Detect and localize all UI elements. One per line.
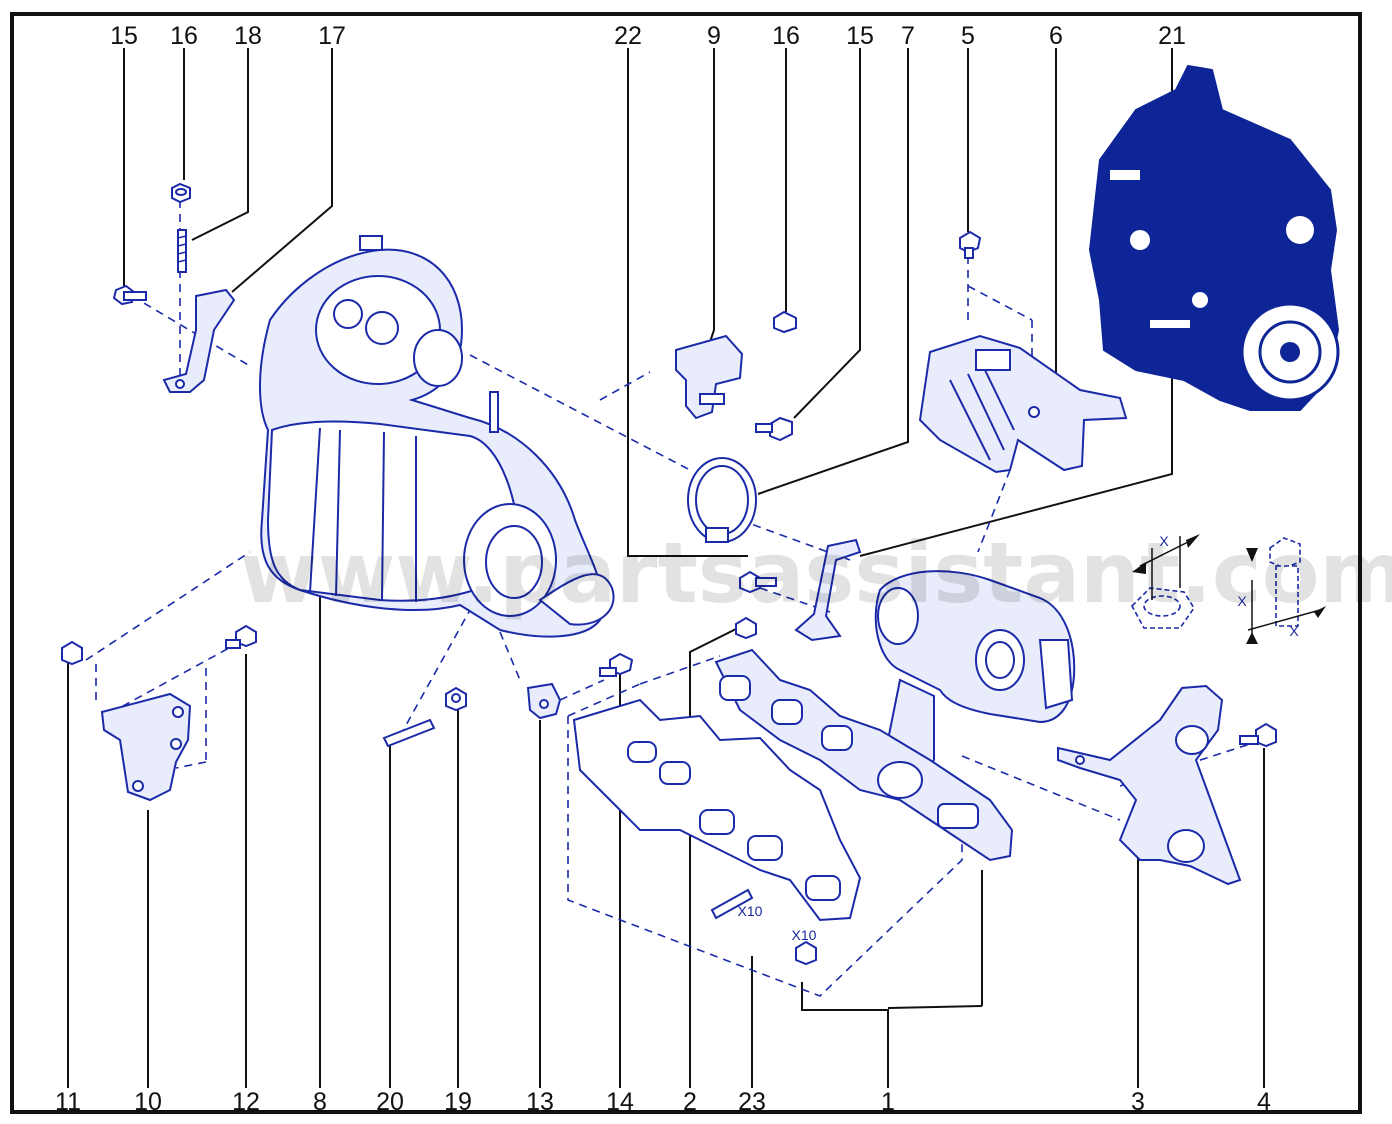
diagram-frame <box>10 12 1362 1114</box>
nut-dimension-icon <box>1131 534 1200 629</box>
callout-9: 9 <box>707 22 721 50</box>
bolt-12 <box>225 624 257 649</box>
nut-11 <box>61 640 83 666</box>
callout-17: 17 <box>318 22 346 50</box>
bolt-14 <box>599 652 634 677</box>
bracket-17 <box>162 288 236 393</box>
callout-20: 20 <box>376 1088 404 1116</box>
callout-15-top-mid: 15 <box>846 22 874 50</box>
assembly-dashed-lines <box>85 200 1251 997</box>
turbocharger <box>874 570 1076 788</box>
callout-10: 10 <box>134 1088 162 1116</box>
x-bolt-length-label: X <box>1237 593 1247 609</box>
callout-11: 11 <box>55 1088 81 1116</box>
callout-4: 4 <box>1257 1088 1271 1116</box>
callout-12: 12 <box>232 1088 260 1116</box>
callout-8: 8 <box>313 1088 327 1116</box>
exhaust-manifold-1 <box>714 648 1014 862</box>
callout-14: 14 <box>606 1088 634 1116</box>
callout-21: 21 <box>1158 22 1186 50</box>
x10-nut-label: X10 <box>792 927 817 943</box>
callout-18: 18 <box>234 22 262 50</box>
callout-23: 23 <box>738 1088 766 1116</box>
x-nut-label: X <box>1159 533 1169 549</box>
manifold-gasket-23 <box>572 698 862 922</box>
callout-16-top-left: 16 <box>170 22 198 50</box>
bolt-dimension-icon <box>1246 537 1326 644</box>
callout-22: 22 <box>614 22 642 50</box>
bolt-15-mid <box>755 416 793 442</box>
bolt-15-left <box>112 284 147 306</box>
bracket-3 <box>1057 684 1242 886</box>
watermark-text: www.partsassistant.com <box>240 524 1392 622</box>
stud-20 <box>382 718 436 748</box>
bracket-10 <box>100 692 192 802</box>
stud-x10 <box>710 888 754 920</box>
callout-13: 13 <box>526 1088 554 1116</box>
heat-shield-6 <box>918 334 1128 474</box>
bracket-21 <box>794 538 862 642</box>
bolt-4 <box>1239 722 1277 748</box>
nut-2 <box>735 616 757 640</box>
x10-stud-label: X10 <box>738 903 763 919</box>
clamp-ring-7 <box>687 457 757 543</box>
callout-1: 1 <box>881 1088 895 1116</box>
callout-3: 3 <box>1131 1088 1145 1116</box>
callout-5: 5 <box>961 22 975 50</box>
callout-6: 6 <box>1049 22 1063 50</box>
bolt-22 <box>739 570 777 594</box>
callout-15-top-left: 15 <box>110 22 138 50</box>
particulate-filter-8 <box>259 235 615 638</box>
callout-7: 7 <box>901 22 915 50</box>
callout-19: 19 <box>444 1088 472 1116</box>
stud-18 <box>177 229 187 273</box>
callout-2: 2 <box>683 1088 697 1116</box>
nut-19 <box>445 686 467 712</box>
nut-x10 <box>795 940 817 966</box>
nut-16-left <box>171 182 191 204</box>
bolt-5 <box>959 230 982 259</box>
bracket-9 <box>675 334 744 420</box>
bottom-leader-lines <box>67 596 1265 1088</box>
nut-16-mid <box>773 310 797 334</box>
x-bolt-width-label: X <box>1289 623 1299 639</box>
callout-16-top-mid: 16 <box>772 22 800 50</box>
engine-block <box>1088 64 1340 411</box>
bracket-13 <box>526 682 562 720</box>
